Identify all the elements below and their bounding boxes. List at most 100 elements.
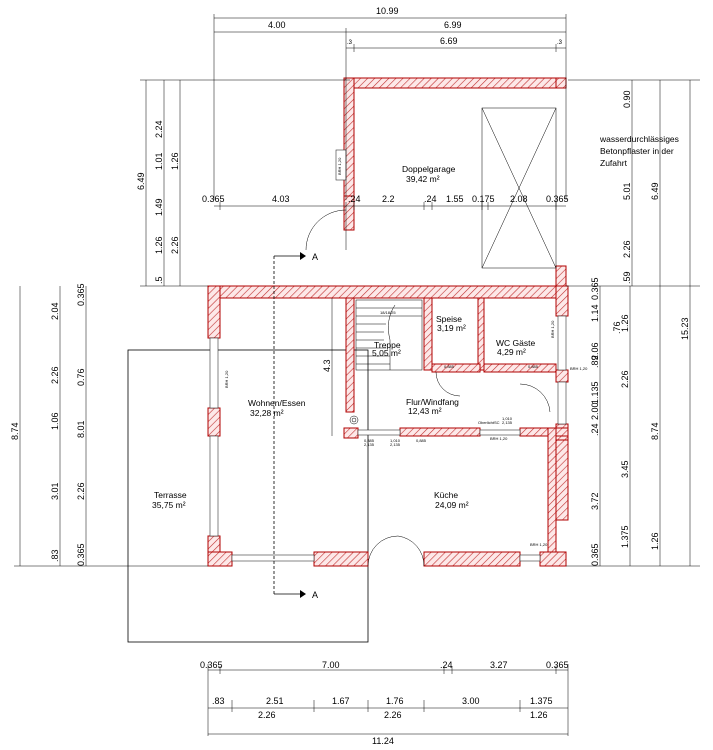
dim-right-col2-2: 3.72	[590, 492, 600, 510]
dim-bottom-row3-2: 1.26	[530, 710, 548, 720]
top-dimensions: 10.99 4.00 6.99 6.69 .3 .3 0.365 4.03 .2…	[202, 6, 569, 210]
dim-right-col2-3: 1.26	[650, 532, 660, 550]
house-walls	[207, 285, 569, 567]
dim-bottom-row3-1: 2.26	[384, 710, 402, 720]
door-label: 0,885	[416, 438, 427, 443]
dim-left-garage-0: 2.24	[154, 120, 164, 138]
doors	[305, 209, 551, 567]
door-label: 1,010	[390, 438, 401, 443]
dim-right-garage-1: 5.01	[622, 182, 632, 200]
window-label: BRH 1,20	[337, 157, 342, 175]
dim-left-house-col1-0: 2.04	[50, 302, 60, 320]
dim-left-garage-4: 1.26	[154, 236, 164, 254]
window-labels: BRH 1,20 BRH 1,20 BRH 1,20 BRH 1,20 BRH …	[224, 157, 588, 547]
dim-bottom-row1-1: 7.00	[322, 660, 340, 670]
room-name-kueche: Küche	[434, 490, 458, 500]
dim-left-house-col2-1: 0.76	[76, 368, 86, 386]
room-area-doppelgarage: 39,42 m²	[406, 174, 440, 184]
door-label: 0,885	[528, 364, 539, 369]
dim-right-col1-8: 3.45	[620, 460, 630, 478]
dim-bottom-row2-0: .83	[212, 696, 225, 706]
dim-top-row4-6: 0.175	[472, 194, 495, 204]
dim-bottom-row2-4: 3.00	[462, 696, 480, 706]
room-area-wc: 4,29 m²	[497, 347, 526, 357]
dim-left-house-col1-1: 2.26	[50, 366, 60, 384]
door-label: 0,885	[364, 438, 375, 443]
dim-left-garage-2: 1.26	[170, 152, 180, 170]
dim-top-row4-3: 2.2	[382, 194, 395, 204]
dim-right-col1-7: .24	[590, 423, 600, 436]
dim-left-house-outer: 8.74	[10, 422, 20, 440]
dim-top-row4-5: 1.55	[446, 194, 464, 204]
dim-left-house-col1-2: 1.06	[50, 412, 60, 430]
dim-right-col1-6: 2.00	[590, 402, 600, 420]
dim-top-row3-small-right: .3	[557, 40, 563, 46]
bottom-dimensions: 0.365 7.00 .24 3.27 0.365 .83 2.51 1.67 …	[200, 660, 569, 746]
stair-label: 18/18/25	[380, 310, 396, 315]
dim-right-col2-0: 1.26	[620, 314, 630, 332]
dim-top-row3: 6.69	[440, 36, 458, 46]
dim-right-col1-10: 0.365	[590, 543, 600, 566]
dim-bottom-row1-0: 0.365	[200, 660, 223, 670]
dim-left-house-col1-4: .83	[50, 549, 60, 562]
dim-right-col2-1: 2.26	[620, 370, 630, 388]
section-marker-bottom: A	[312, 590, 318, 600]
dim-top-row3-small-left: .3	[347, 40, 353, 46]
door-label: OberlichtSC	[478, 420, 500, 425]
dim-bottom-overall: 11.24	[372, 736, 394, 746]
dim-left-house-col2-4: 0.365	[76, 543, 86, 566]
dim-left-garage-6: .5	[154, 276, 164, 284]
dim-bottom-row1-2: .24	[440, 660, 453, 670]
window-label: BRH 1,20	[530, 542, 548, 547]
room-area-terrasse: 35,75 m²	[152, 500, 186, 510]
window-label: BRH 1,20	[570, 366, 588, 371]
dim-top-row4-4: .24	[424, 194, 437, 204]
dim-bottom-row2-1: 2.51	[266, 696, 284, 706]
dim-left-garage-1: 1.01	[154, 152, 164, 170]
room-name-terrasse: Terrasse	[154, 490, 187, 500]
dim-left-garage-3: 1.49	[154, 198, 164, 216]
dim-stair-width: 4.3	[322, 359, 332, 372]
dim-top-row4-1: 4.03	[272, 194, 290, 204]
dim-top-row4-7: 2.08	[510, 194, 528, 204]
dim-bottom-row2-5: 1.375	[530, 696, 553, 706]
note-line-1: wasserdurchlässiges	[599, 134, 679, 144]
garage-walls	[343, 77, 567, 287]
dim-right-col1-0: 0.365	[590, 277, 600, 300]
section-marker-top: A	[312, 252, 318, 262]
paving-note: wasserdurchlässiges Betonpflaster in der…	[599, 134, 679, 168]
room-name-speise: Speise	[436, 314, 462, 324]
room-area-kueche: 24,09 m²	[435, 500, 469, 510]
room-name-wohnen: Wohnen/Essen	[248, 398, 306, 408]
section-line	[273, 252, 306, 598]
room-area-wohnen: 32,28 m²	[250, 408, 284, 418]
windows	[209, 315, 567, 562]
room-name-wc: WC Gäste	[496, 338, 535, 348]
dim-right-col1-1: 1.14	[590, 304, 600, 322]
room-name-flur: Flur/Windfang	[406, 397, 459, 407]
note-line-2: Betonpflaster in der	[600, 146, 674, 156]
dim-left-house-col2-3: 2.26	[76, 482, 86, 500]
door-label: 2,135	[502, 420, 513, 425]
dim-right-overall: 15.23	[680, 317, 690, 340]
room-name-doppelgarage: Doppelgarage	[402, 164, 456, 174]
dim-top-row4-8: 0.365	[546, 194, 569, 204]
dim-right-col1-9: 1.375	[620, 525, 630, 548]
dim-right-col1-2: 2.06	[590, 342, 600, 360]
room-area-treppe: 5,05 m²	[372, 348, 401, 358]
door-label: 0,885	[444, 364, 455, 369]
dim-left-garage-5: 2.26	[170, 236, 180, 254]
dim-right-col1-3: .76	[612, 321, 622, 334]
dim-left-house-col2-0: 0.365	[76, 283, 86, 306]
room-name-treppe: Treppe	[374, 340, 401, 350]
dim-top-row4-0: 0.365	[202, 194, 225, 204]
staircase	[355, 299, 423, 371]
room-area-speise: 3,19 m²	[437, 323, 466, 333]
dim-left-house-col2-2: 8.01	[76, 420, 86, 438]
dim-bottom-row2-3: 1.76	[386, 696, 404, 706]
dim-right-garage-2: 2.26	[622, 240, 632, 258]
door-label: 1,010	[502, 416, 513, 421]
dim-top-row4-2: .24	[348, 194, 361, 204]
dim-bottom-row3-0: 2.26	[258, 710, 276, 720]
